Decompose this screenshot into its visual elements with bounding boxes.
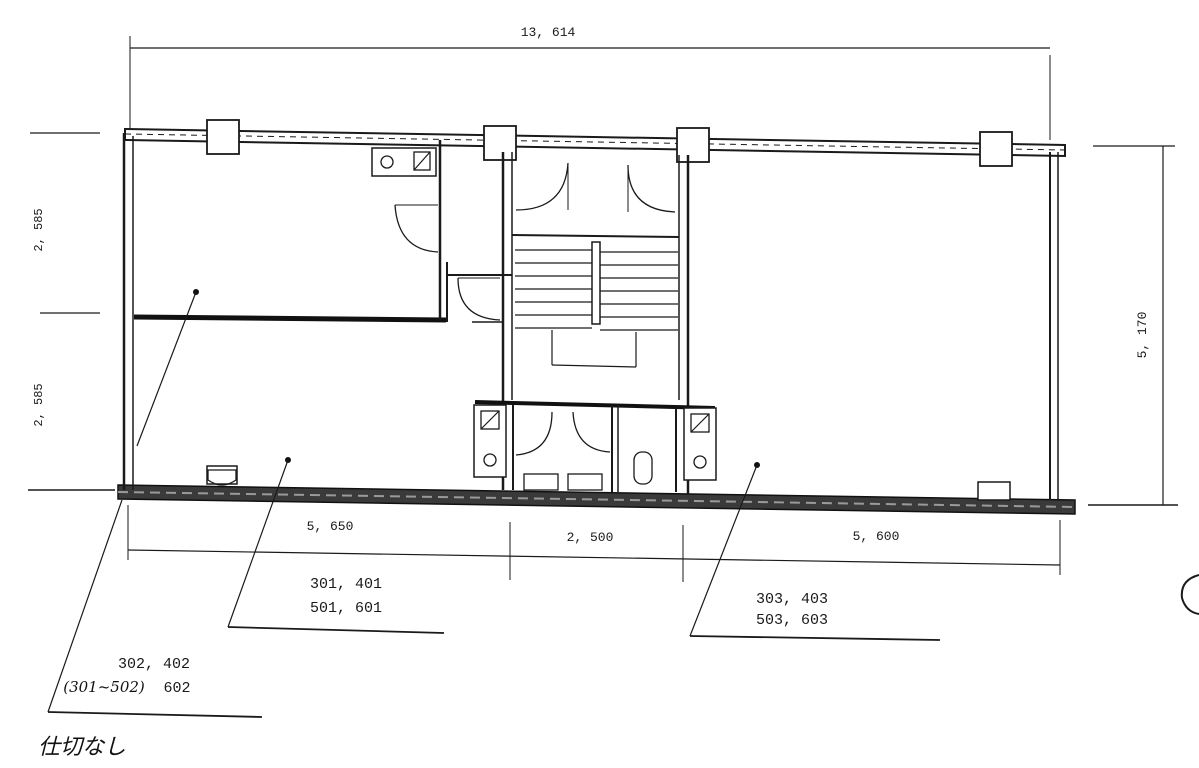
toilet-fixtures	[523, 451, 653, 491]
dimension-left-lower: 2, 585	[32, 383, 46, 426]
ac-unit-bottom-left	[207, 469, 237, 486]
bottom-dimension-line	[127, 505, 1061, 582]
dimension-total-width: 13, 614	[521, 25, 576, 40]
dimension-bottom-left: 5, 650	[307, 519, 354, 534]
room-label-right-line2: 503, 603	[756, 612, 828, 629]
dimension-left-upper: 2, 585	[32, 208, 46, 251]
room-label-upper-left-line2: 602	[163, 680, 190, 697]
sink-fixture-wc-left	[473, 404, 507, 478]
left-dimension-ticks	[28, 132, 115, 491]
staircase	[515, 241, 678, 368]
dimension-bottom-right: 5, 600	[853, 529, 900, 544]
sink-fixture-top	[371, 147, 437, 177]
handwritten-note-no-partition: 仕切なし	[38, 735, 126, 760]
sink-fixture-wc-right	[683, 407, 717, 481]
door-swings	[394, 162, 676, 456]
edge-circle-mark	[1180, 574, 1199, 615]
leader-lines	[47, 289, 941, 718]
dimension-bottom-center: 2, 500	[567, 530, 614, 545]
room-label-lower-left-line1: 301, 401	[310, 576, 382, 593]
room-label-right-line1: 303, 403	[756, 591, 828, 608]
room-label-upper-left-line1: 302, 402	[118, 656, 190, 673]
right-dimension-line	[1088, 145, 1178, 506]
room-label-upper-left-paren: (301~502)	[63, 678, 145, 696]
top-dimension-line	[129, 36, 1051, 140]
dimension-right-height: 5, 170	[1135, 312, 1150, 359]
outer-walls	[117, 127, 1076, 515]
structural-columns	[206, 119, 1013, 501]
room-label-lower-left-line2: 501, 601	[310, 600, 382, 617]
